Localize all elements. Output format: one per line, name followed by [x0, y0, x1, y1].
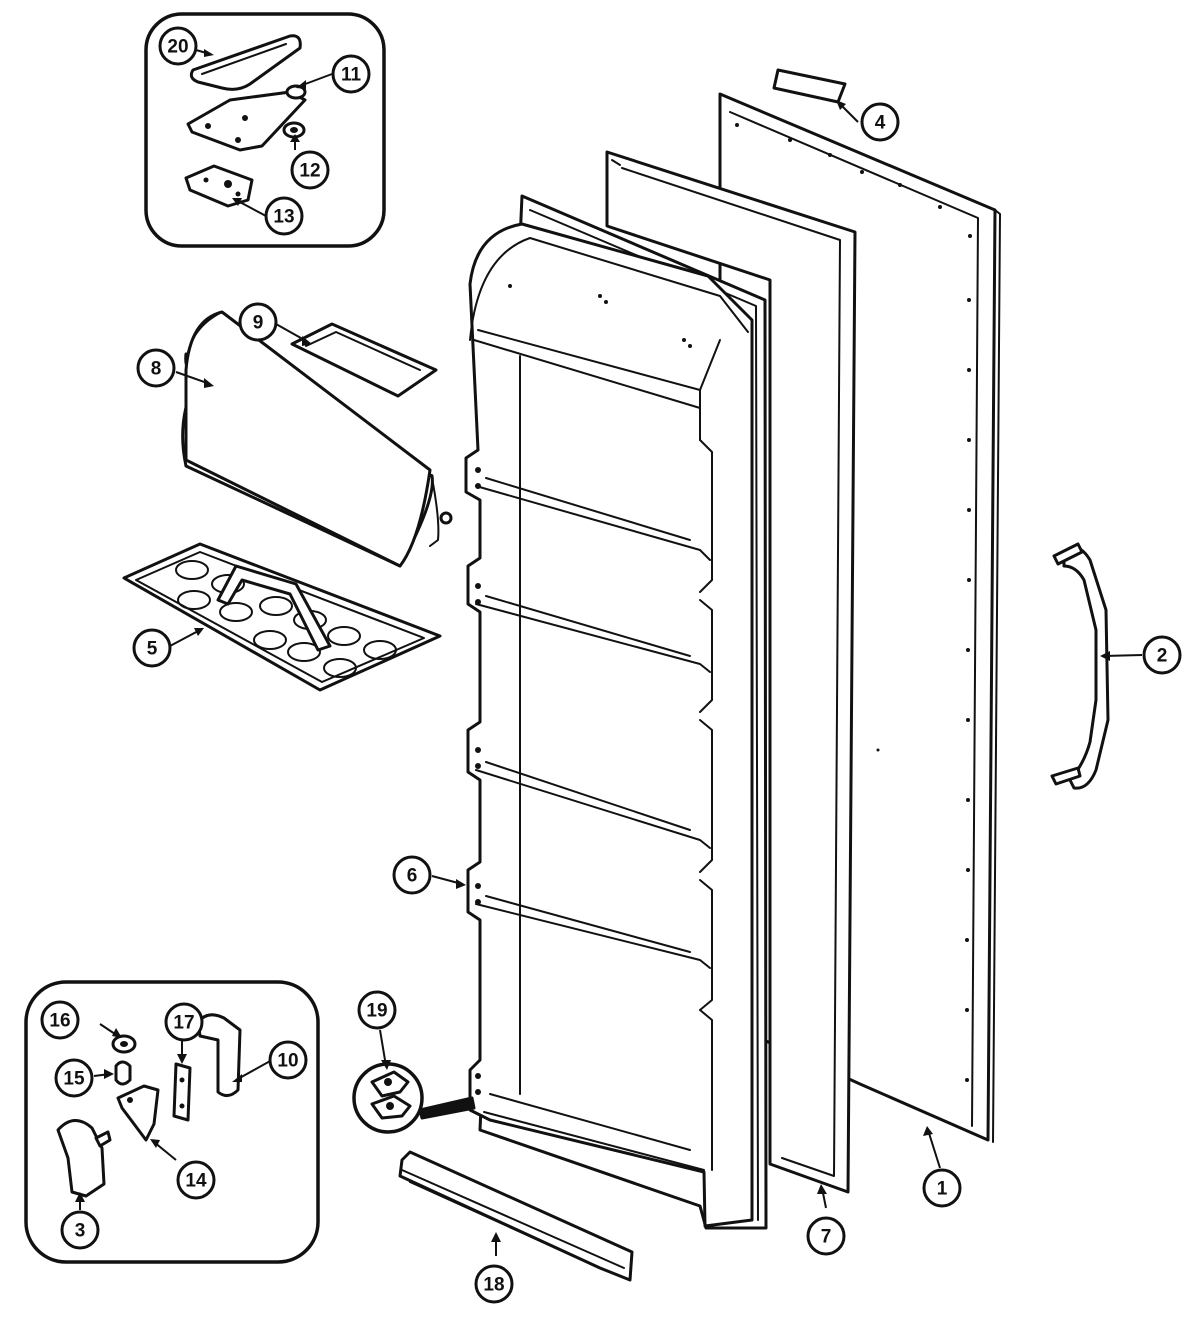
callout-5: 5 — [132, 628, 172, 668]
hinge-block-part — [56, 1119, 106, 1198]
bushing-part — [114, 1060, 132, 1086]
callout-4: 4 — [860, 102, 900, 142]
leader-lines — [79, 49, 1143, 1256]
door-handle-part — [1050, 542, 1110, 790]
callout-label: 6 — [407, 866, 418, 887]
callout-13: 13 — [264, 196, 304, 236]
callout-label: 15 — [63, 1069, 85, 1090]
callout-14: 14 — [176, 1160, 216, 1200]
callout-6: 6 — [392, 855, 432, 895]
callout-label: 8 — [151, 359, 162, 380]
callout-16: 16 — [40, 1000, 80, 1040]
shim-plate-part — [184, 164, 254, 208]
callout-19: 19 — [357, 990, 397, 1030]
egg-tray-part — [122, 542, 442, 692]
callout-label: 20 — [167, 37, 188, 58]
callout-2: 2 — [1142, 635, 1182, 675]
callout-label: 5 — [147, 639, 158, 660]
callout-label: 11 — [341, 65, 362, 86]
label-plate-part — [772, 68, 847, 104]
callout-17: 17 — [164, 1002, 204, 1042]
callout-label: 7 — [821, 1227, 832, 1248]
inner-door-liner — [464, 194, 768, 1230]
callout-9: 9 — [238, 302, 278, 342]
callout-15: 15 — [54, 1058, 94, 1098]
dairy-cover-part — [181, 310, 453, 568]
callout-11: 11 — [331, 54, 371, 94]
bottom-trim-part — [398, 1150, 634, 1282]
callout-label: 2 — [1157, 646, 1168, 667]
callout-label: 3 — [75, 1221, 86, 1242]
callout-label: 16 — [49, 1011, 70, 1032]
callout-20: 20 — [158, 26, 198, 66]
callout-12: 12 — [290, 150, 330, 190]
callout-3: 3 — [60, 1210, 100, 1250]
callout-label: 13 — [273, 207, 294, 228]
door-stop-detail — [352, 1062, 476, 1134]
callout-label: 17 — [173, 1013, 194, 1034]
callout-label: 10 — [277, 1051, 298, 1072]
callout-7: 7 — [806, 1216, 846, 1256]
top-hinge-inset — [144, 12, 386, 248]
callout-label: 1 — [937, 1179, 948, 1200]
callout-label: 4 — [875, 113, 886, 134]
callout-label: 9 — [253, 313, 264, 334]
card-holder-part — [290, 322, 438, 398]
callout-label: 18 — [483, 1275, 504, 1296]
callout-label: 12 — [299, 161, 320, 182]
hinge-plate-part — [172, 1062, 192, 1122]
callout-18: 18 — [474, 1264, 514, 1304]
top-hinge-part — [186, 90, 307, 152]
callout-10: 10 — [268, 1040, 308, 1080]
hinge-cover-bottom-part — [196, 1013, 242, 1097]
callout-8: 8 — [136, 348, 176, 388]
door-gasket — [605, 150, 857, 1194]
bottom-hinge-inset — [24, 980, 320, 1264]
callout-label: 14 — [185, 1171, 207, 1192]
callout-1: 1 — [922, 1168, 962, 1208]
leader-arrowheads — [75, 49, 1110, 1242]
callout-label: 19 — [366, 1001, 387, 1022]
